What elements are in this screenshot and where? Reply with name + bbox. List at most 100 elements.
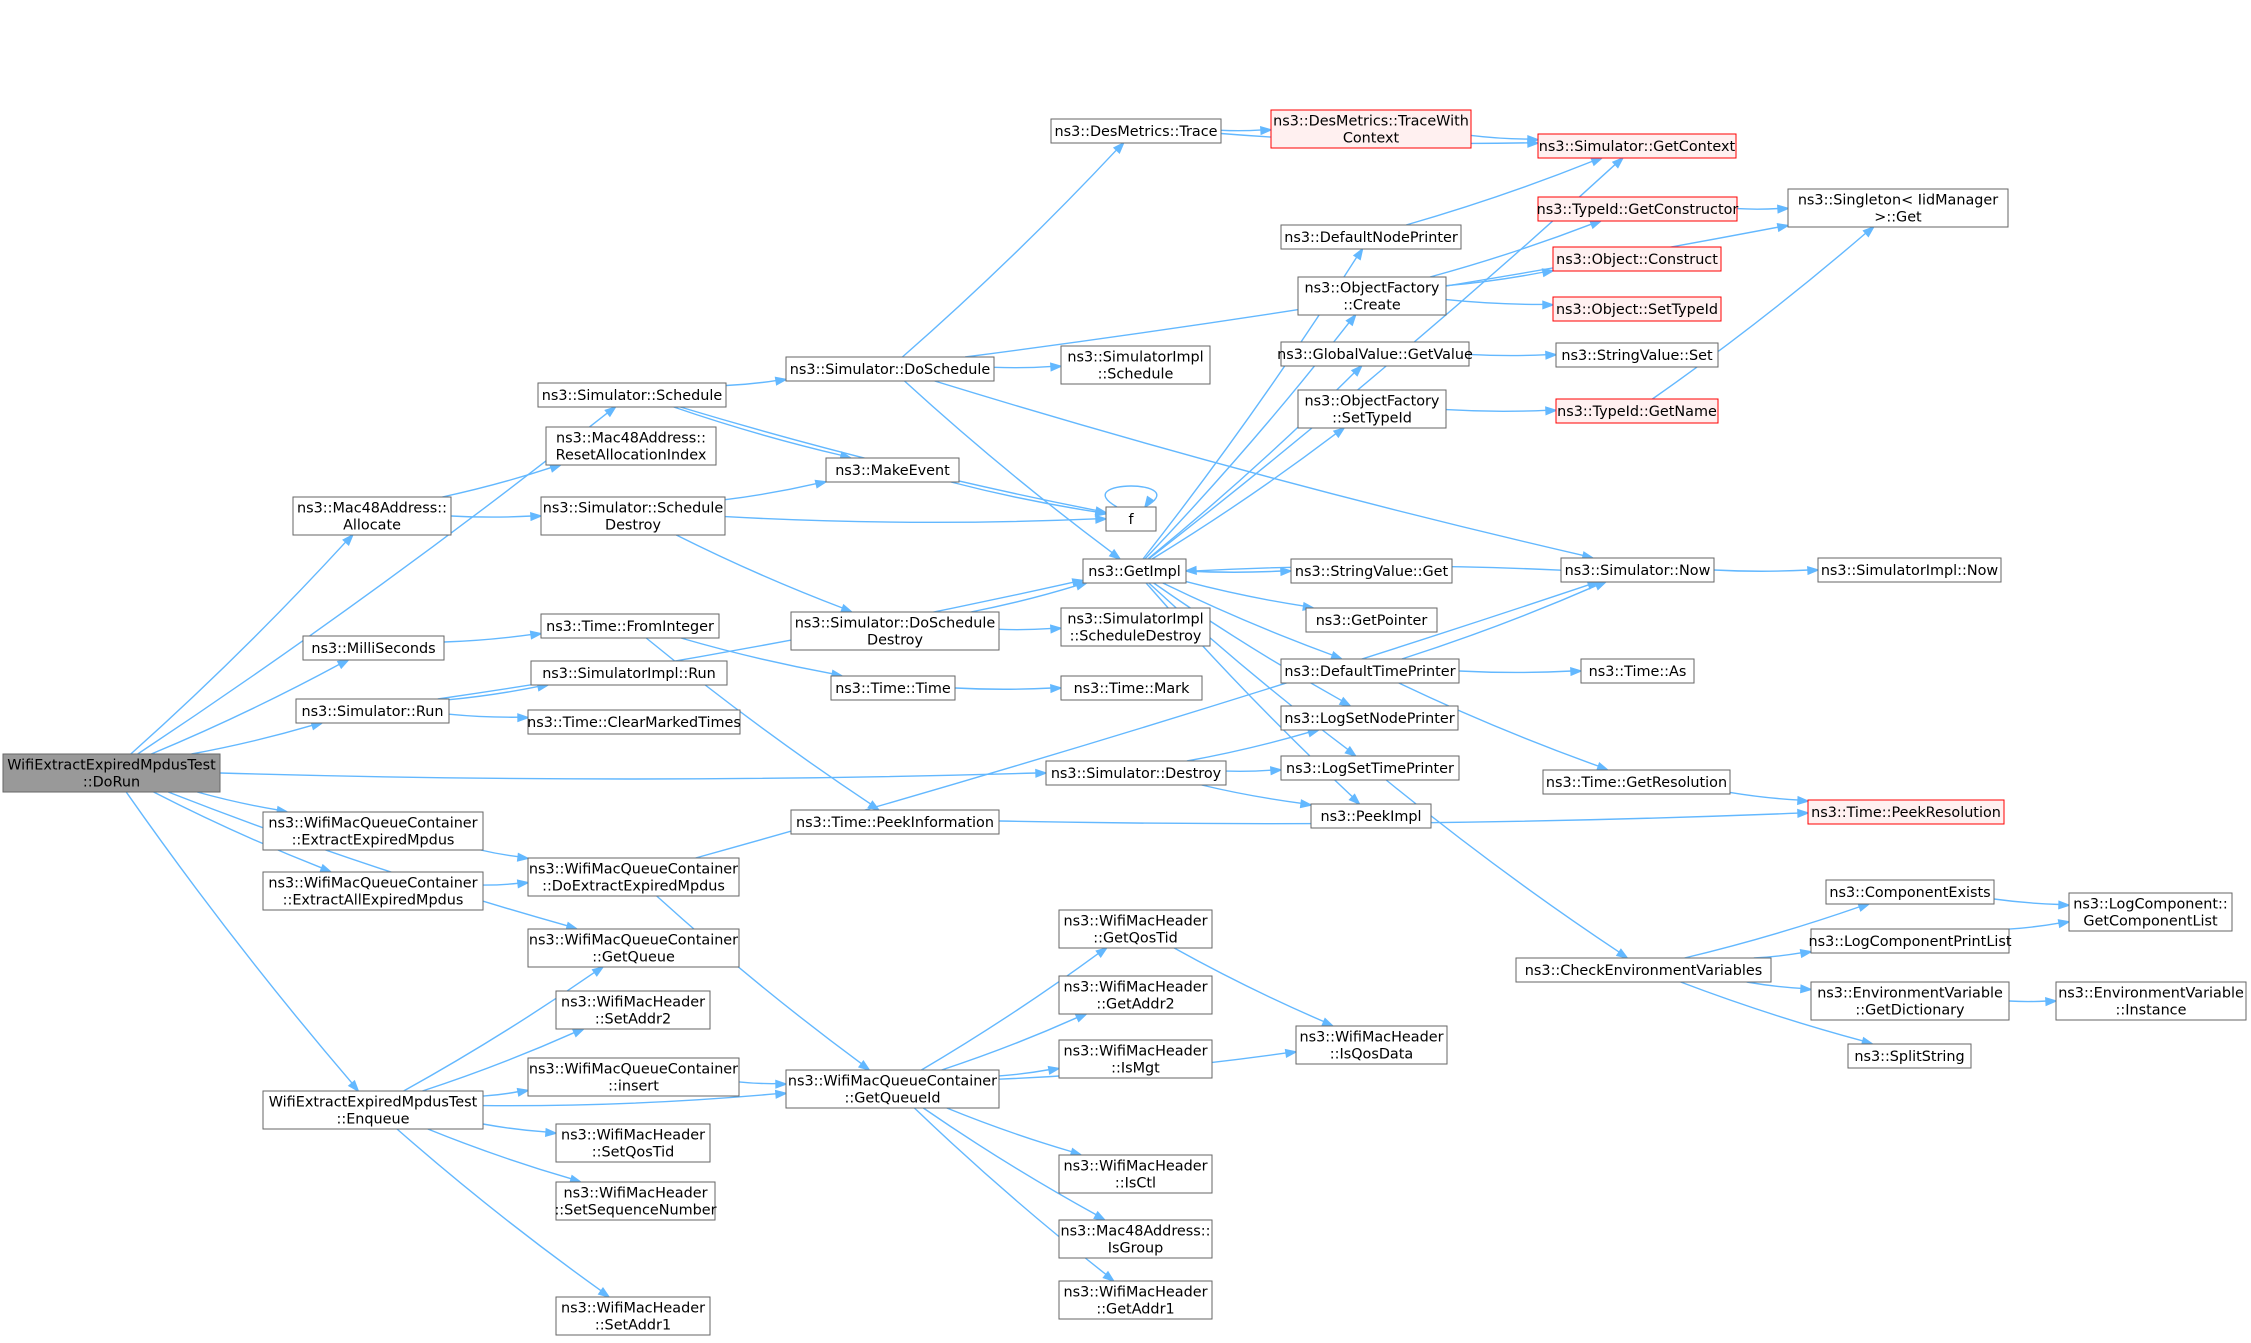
node-get-impl[interactable]: ns3::GetImpl	[1082, 558, 1187, 584]
node-get-addr2[interactable]: ns3::WifiMacHeader::GetAddr2	[1058, 975, 1213, 1015]
edge-arrowhead	[1596, 762, 1610, 771]
node-obj-factory-set-type-id[interactable]: ns3::ObjectFactory::SetTypeId	[1297, 389, 1447, 429]
node-type-id-get-constructor[interactable]: ns3::TypeId::GetConstructor	[1537, 196, 1739, 222]
node-get-addr1[interactable]: ns3::WifiMacHeader::GetAddr1	[1058, 1280, 1213, 1320]
node-obj-factory-create[interactable]: ns3::ObjectFactory::Create	[1297, 276, 1447, 316]
node-sim-impl-run[interactable]: ns3::SimulatorImpl::Run	[530, 660, 728, 686]
edge-line	[645, 637, 872, 806]
node-extract-expired[interactable]: ns3::WifiMacQueueContainer::ExtractExpir…	[262, 811, 484, 851]
node-make-event[interactable]: ns3::MakeEvent	[825, 457, 960, 483]
node-enqueue[interactable]: WifiExtractExpiredMpdusTest::Enqueue	[262, 1090, 484, 1130]
node-label: WifiExtractExpiredMpdusTest	[7, 758, 216, 774]
node-label: ::GetQueue	[592, 950, 675, 966]
node-log-component-get-list[interactable]: ns3::LogComponent::GetComponentList	[2068, 892, 2233, 932]
edge-line	[921, 952, 1100, 1071]
node-set-qos-tid[interactable]: ns3::WifiMacHeader::SetQosTid	[555, 1123, 711, 1163]
edge-arrowhead	[775, 1079, 789, 1089]
node-singleton-get[interactable]: ns3::Singleton< IidManager >::Get	[1787, 188, 2009, 228]
node-do-schedule[interactable]: ns3::Simulator::DoSchedule	[785, 356, 995, 382]
edge-type-id-get-constructor-to-singleton-get	[1736, 204, 1791, 214]
node-type-id-get-name[interactable]: ns3::TypeId::GetName	[1555, 398, 1719, 424]
edge-line	[396, 1128, 603, 1292]
edge-line	[738, 1081, 778, 1085]
edge-sim-now-to-sim-impl-now	[1713, 565, 1821, 576]
node-time-time[interactable]: ns3::Time::Time	[830, 675, 956, 701]
node-check-env-vars[interactable]: ns3::CheckEnvironmentVariables	[1515, 957, 1772, 983]
node-default-node-printer[interactable]: ns3::DefaultNodePrinter	[1280, 224, 1462, 250]
node-label: ns3::SimulatorImpl::Now	[1821, 563, 1999, 579]
node-box	[1310, 803, 1432, 829]
node-component-exists[interactable]: ns3::ComponentExists	[1825, 879, 1995, 905]
node-label: ns3::DefaultNodePrinter	[1284, 230, 1458, 246]
edge-obj-factory-create-to-object-set-type-id	[1445, 298, 1556, 310]
node-time-peek-resolution[interactable]: ns3::Time::PeekResolution	[1807, 799, 2005, 825]
edge-line	[1680, 981, 1864, 1042]
node-peek-information[interactable]: ns3::Time::PeekInformation	[790, 809, 1000, 835]
node-label: ns3::Simulator::Destroy	[1051, 766, 1222, 782]
node-time-get-resolution[interactable]: ns3::Time::GetResolution	[1542, 769, 1731, 795]
node-set-addr2[interactable]: ns3::WifiMacHeader::SetAddr2	[555, 990, 711, 1030]
node-sim-impl-schedule-destroy[interactable]: ns3::SimulatorImpl::ScheduleDestroy	[1060, 607, 1211, 647]
node-from-integer[interactable]: ns3::Time::FromInteger	[540, 613, 720, 639]
edge-line	[954, 687, 1053, 690]
node-sim-now[interactable]: ns3::Simulator::Now	[1560, 557, 1715, 583]
edge-milli-seconds-to-from-integer	[443, 630, 544, 643]
node-mac-allocate[interactable]: ns3::Mac48Address::Allocate	[292, 496, 452, 536]
node-schedule-destroy[interactable]: ns3::Simulator::ScheduleDestroy	[540, 496, 726, 536]
node-sim-run[interactable]: ns3::Simulator::Run	[295, 698, 450, 724]
edge-arrowhead	[2045, 997, 2059, 1007]
node-schedule[interactable]: ns3::Simulator::Schedule	[537, 382, 727, 408]
node-get-queue[interactable]: ns3::WifiMacQueueContainer::GetQueue	[527, 928, 740, 968]
edge-line	[1651, 231, 1867, 400]
node-set-addr1[interactable]: ns3::WifiMacHeader::SetAddr1	[555, 1296, 711, 1336]
node-log-set-time-printer[interactable]: ns3::LogSetTimePrinter	[1280, 755, 1460, 781]
node-is-qos-data[interactable]: ns3::WifiMacHeader::IsQosData	[1295, 1025, 1448, 1065]
node-f[interactable]: f	[1105, 506, 1157, 532]
node-is-mgt[interactable]: ns3::WifiMacHeader::IsMgt	[1058, 1039, 1213, 1079]
node-string-value-set[interactable]: ns3::StringValue::Set	[1555, 342, 1719, 368]
node-get-queue-id[interactable]: ns3::WifiMacQueueContainer::GetQueueId	[785, 1069, 1000, 1109]
edge-arrowhead	[597, 1287, 611, 1299]
node-is-group[interactable]: ns3::Mac48Address::IsGroup	[1058, 1219, 1213, 1259]
node-extract-all-expired[interactable]: ns3::WifiMacQueueContainer::ExtractAllEx…	[262, 871, 484, 911]
node-sim-impl-now[interactable]: ns3::SimulatorImpl::Now	[1817, 557, 2002, 583]
node-label: ns3::Simulator::Run	[302, 704, 444, 720]
node-log-component-print-list[interactable]: ns3::LogComponentPrintList	[1809, 928, 2012, 954]
node-peek-impl[interactable]: ns3::PeekImpl	[1310, 803, 1432, 829]
node-env-var-get-dict[interactable]: ns3::EnvironmentVariable::GetDictionary	[1810, 981, 2010, 1021]
node-sim-destroy[interactable]: ns3::Simulator::Destroy	[1045, 760, 1227, 786]
node-milli-seconds[interactable]: ns3::MilliSeconds	[302, 635, 445, 661]
node-do-run[interactable]: WifiExtractExpiredMpdusTest::DoRun	[2, 753, 221, 793]
node-time-as[interactable]: ns3::Time::As	[1580, 658, 1695, 684]
node-time-mark[interactable]: ns3::Time::Mark	[1060, 675, 1203, 701]
node-object-set-type-id[interactable]: ns3::Object::SetTypeId	[1552, 296, 1722, 322]
node-is-ctl[interactable]: ns3::WifiMacHeader::IsCtl	[1058, 1154, 1213, 1194]
node-des-trace[interactable]: ns3::DesMetrics::Trace	[1050, 118, 1222, 144]
node-label: ns3::StringValue::Set	[1561, 348, 1713, 364]
edge-arrowhead	[591, 965, 605, 977]
node-box	[295, 698, 450, 724]
node-insert[interactable]: ns3::WifiMacQueueContainer::insert	[527, 1057, 740, 1097]
edge-default-time-printer-to-time-as	[1458, 666, 1584, 677]
edge-line	[725, 379, 778, 387]
node-reset-alloc[interactable]: ns3::Mac48Address::ResetAllocationIndex	[545, 426, 717, 466]
node-clear-marked[interactable]: ns3::Time::ClearMarkedTimes	[527, 709, 741, 735]
node-get-pointer[interactable]: ns3::GetPointer	[1305, 607, 1438, 633]
node-string-value-get[interactable]: ns3::StringValue::Get	[1290, 558, 1453, 584]
edge-arrowhead	[529, 630, 544, 640]
node-object-construct[interactable]: ns3::Object::Construct	[1552, 246, 1722, 272]
node-set-seq-num[interactable]: ns3::WifiMacHeader::SetSequenceNumber	[554, 1181, 717, 1221]
node-get-context[interactable]: ns3::Simulator::GetContext	[1537, 133, 1737, 159]
node-label: ns3::Time::Mark	[1074, 681, 1191, 697]
node-do-extract-expired[interactable]: ns3::WifiMacQueueContainer::DoExtractExp…	[527, 857, 740, 897]
node-log-set-node-printer[interactable]: ns3::LogSetNodePrinter	[1280, 705, 1459, 731]
node-global-value-get[interactable]: ns3::GlobalValue::GetValue	[1277, 341, 1473, 367]
node-default-time-printer[interactable]: ns3::DefaultTimePrinter	[1280, 658, 1460, 684]
node-sim-impl-schedule[interactable]: ns3::SimulatorImpl::Schedule	[1060, 345, 1211, 385]
node-get-qos-tid[interactable]: ns3::WifiMacHeader::GetQosTid	[1058, 909, 1213, 949]
node-split-string[interactable]: ns3::SplitString	[1847, 1043, 1972, 1069]
node-env-var-instance[interactable]: ns3::EnvironmentVariable::Instance	[2055, 981, 2247, 1021]
